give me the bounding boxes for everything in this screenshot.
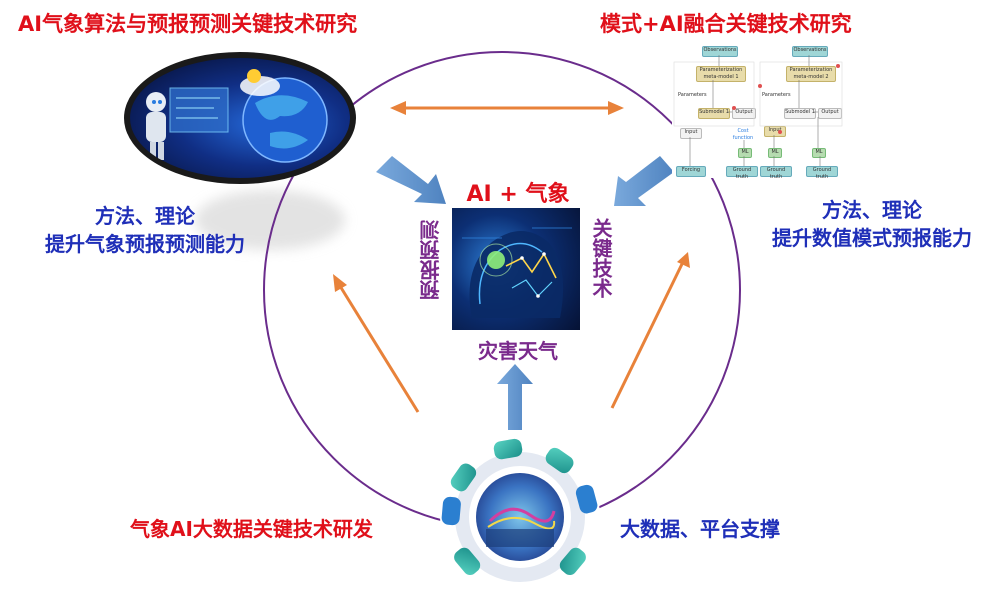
observations-box-1: Observations (702, 46, 738, 57)
center-bottom-label: 灾害天气 (478, 339, 558, 363)
ai-brain-illustration (462, 227, 572, 318)
title-ai-weather-research: AI气象算法与预报预测关键技术研究 (18, 12, 358, 36)
ground-truth-box-3: Ground truth (806, 166, 838, 180)
forcing-box: Forcing (676, 166, 706, 177)
observations-box-2: Observations (792, 46, 828, 57)
model-ai-flow-diagram: Observations Observations Parameterizati… (672, 42, 844, 180)
ground-truth-box-1: Ground truth (726, 166, 758, 180)
orange-double-arrow (390, 101, 624, 115)
parameters-label-1: Parameters (678, 92, 707, 98)
globe-shadow (195, 190, 345, 250)
input-box-1: Input (680, 128, 702, 139)
right-caption: 方法、理论 提升数值模式预报能力 (742, 196, 1002, 252)
center-left-vertical-label: 预报预测 (419, 220, 443, 300)
left-caption-line2: 提升气象预报预测能力 (45, 232, 245, 256)
left-caption: 方法、理论 提升气象预报预测能力 (10, 202, 280, 258)
ai-robot-globe-image (124, 52, 356, 184)
parameters-label-2: Parameters (762, 92, 791, 98)
left-caption-line1: 方法、理论 (95, 204, 195, 228)
param-meta-model-1: Parameterization meta-model 1 (696, 66, 746, 82)
orange-arrow-right (610, 252, 690, 409)
ml-box-3: ML (812, 148, 826, 158)
orange-arrow-left (333, 274, 420, 413)
title-platform-support: 大数据、平台支撑 (620, 517, 780, 541)
right-caption-line1: 方法、理论 (822, 198, 922, 222)
param-meta-model-2: Parameterization meta-model 2 (786, 66, 836, 82)
ground-truth-box-2: Ground truth (760, 166, 792, 180)
output-box-1: Output (732, 108, 756, 119)
submodel-box-2: Submodel 1 (784, 108, 816, 119)
title-big-data-development: 气象AI大数据关键技术研发 (130, 517, 373, 541)
input-box-2: Input (764, 126, 786, 137)
globe-illustration (146, 69, 328, 163)
output-box-2: Output (818, 108, 842, 119)
blue-arrow-up (497, 364, 533, 430)
center-right-vertical-label: 关键技术 (589, 218, 613, 298)
blue-arrow-from-left (376, 156, 446, 204)
ml-box-2: ML (768, 148, 782, 158)
submodel-box-1: Submodel 1 (698, 108, 730, 119)
data-platform-ring (440, 437, 600, 597)
title-model-ai-fusion: 模式+AI融合关键技术研究 (600, 12, 852, 36)
ml-box-1: ML (738, 148, 752, 158)
blue-arrow-from-right (614, 156, 674, 206)
center-title: AI + 气象 (466, 182, 570, 207)
ai-brain-image (452, 208, 580, 330)
right-caption-line2: 提升数值模式预报能力 (772, 226, 972, 250)
cost-function-label: Cost function (732, 128, 754, 141)
